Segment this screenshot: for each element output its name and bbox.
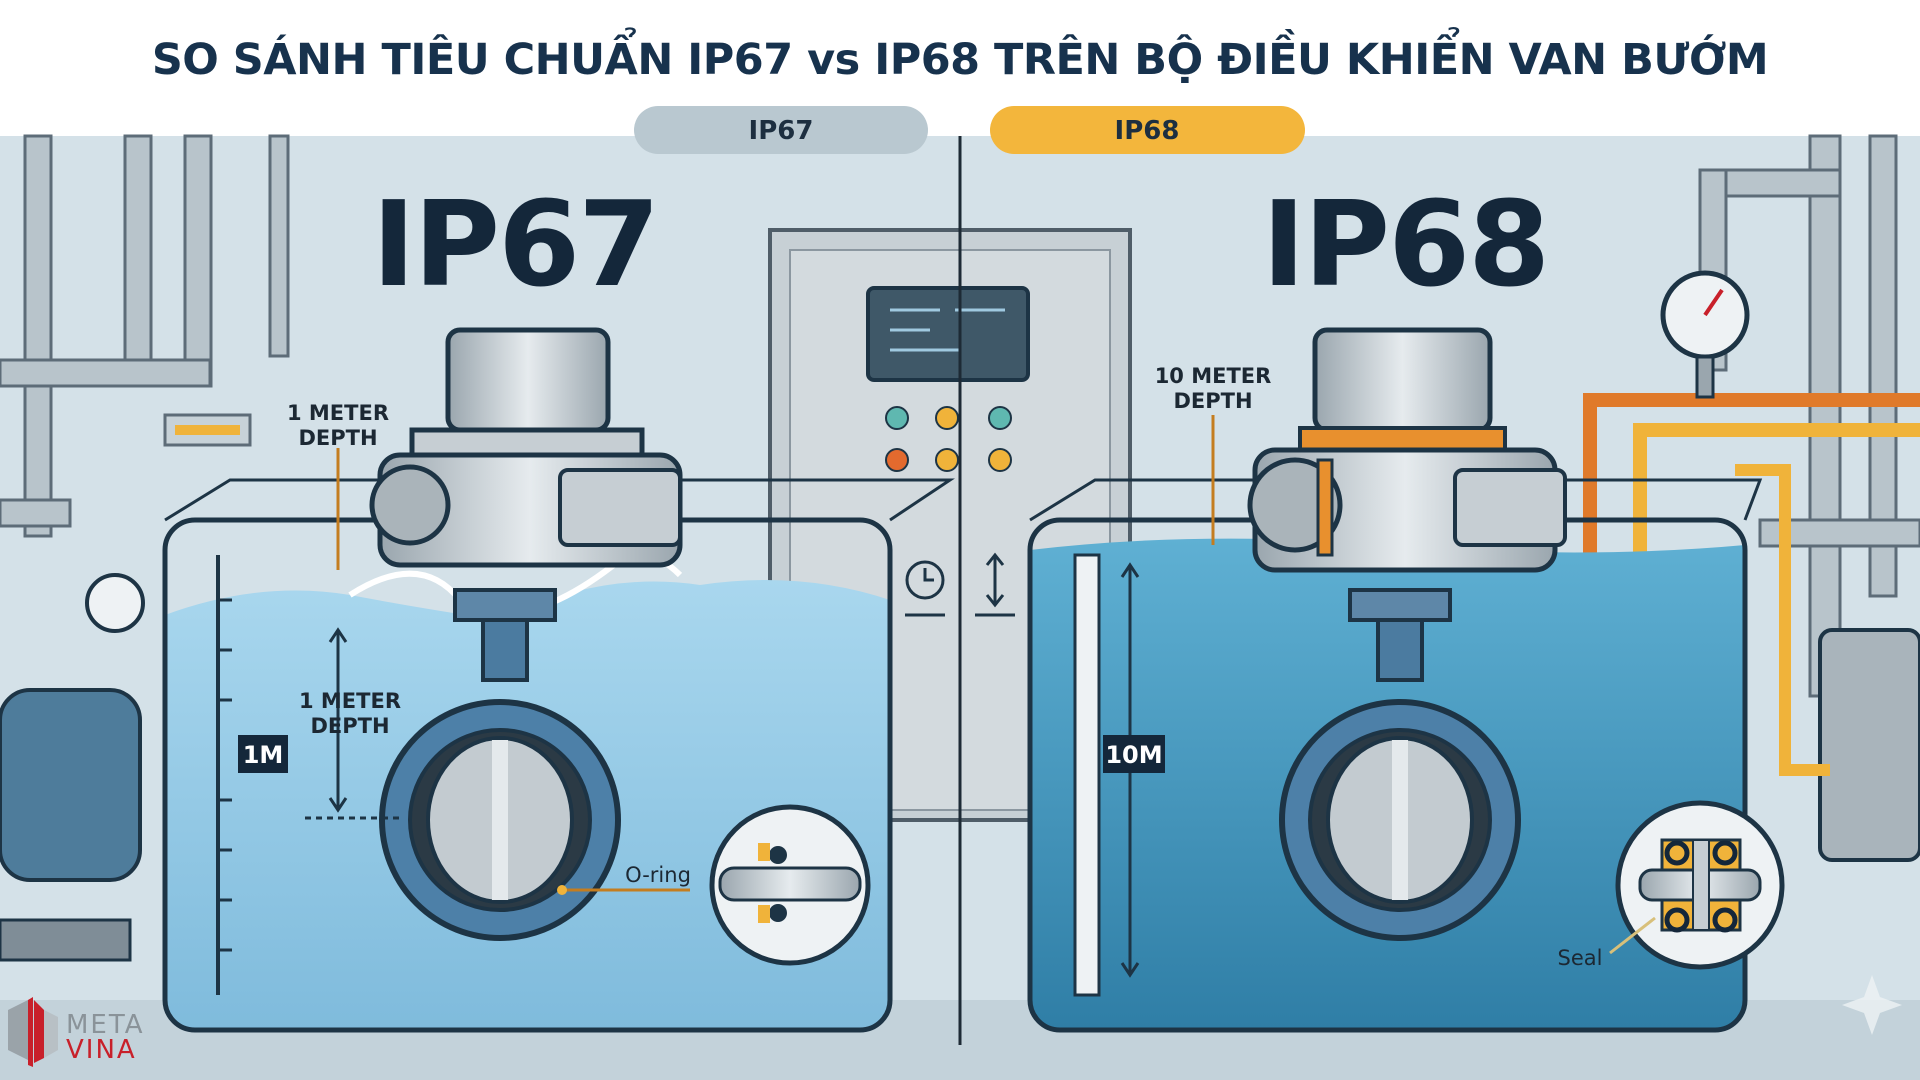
seal-callout: Seal <box>1558 946 1603 970</box>
ruler-tag-10m-text: 10M <box>1105 741 1162 769</box>
logo-text-vina: VINA <box>66 1035 137 1065</box>
ip67-heading: IP67 <box>372 175 659 313</box>
leader-dot <box>557 885 567 895</box>
oring-detail-icon <box>709 804 871 966</box>
ruler-tag-1m <box>238 735 288 773</box>
depth-arrow-ip67 <box>305 627 400 820</box>
pressure-gauge-icon <box>85 573 145 633</box>
actuator-cover <box>445 327 611 433</box>
actuator-cover <box>1312 327 1493 433</box>
sparkle-icon <box>1842 975 1902 1035</box>
clock-icon <box>905 560 945 600</box>
logo-text-meta: META <box>66 1010 145 1040</box>
butterfly-valve-ip68 <box>1247 327 1567 941</box>
ruler-tag-10m <box>1103 735 1165 773</box>
leader-line <box>1609 916 1656 955</box>
up-down-arrow-icon <box>985 552 1005 608</box>
pump-motor-left <box>0 573 145 962</box>
metavina-logo: META VINA <box>8 997 145 1067</box>
ip68-heading: IP68 <box>1262 175 1549 313</box>
butterfly-valve-ip67 <box>369 327 683 941</box>
tab-ip67[interactable] <box>634 106 928 154</box>
ruler <box>1073 553 1101 997</box>
seal-detail-icon <box>1615 800 1785 970</box>
wall-sign-stripe <box>175 425 240 435</box>
header-background <box>0 0 1920 136</box>
page-title: SO SÁNH TIÊU CHUẨN IP67 vs IP68 TRÊN BỘ … <box>152 27 1768 85</box>
oring-callout: O-ring <box>625 863 691 887</box>
ruler-tag-1m-text: 1M <box>243 741 284 769</box>
tab-ip68-label: IP68 <box>1115 116 1180 146</box>
tab-ip68[interactable] <box>990 106 1305 154</box>
tab-ip67-label: IP67 <box>749 116 814 146</box>
panel-screen <box>866 286 1030 382</box>
